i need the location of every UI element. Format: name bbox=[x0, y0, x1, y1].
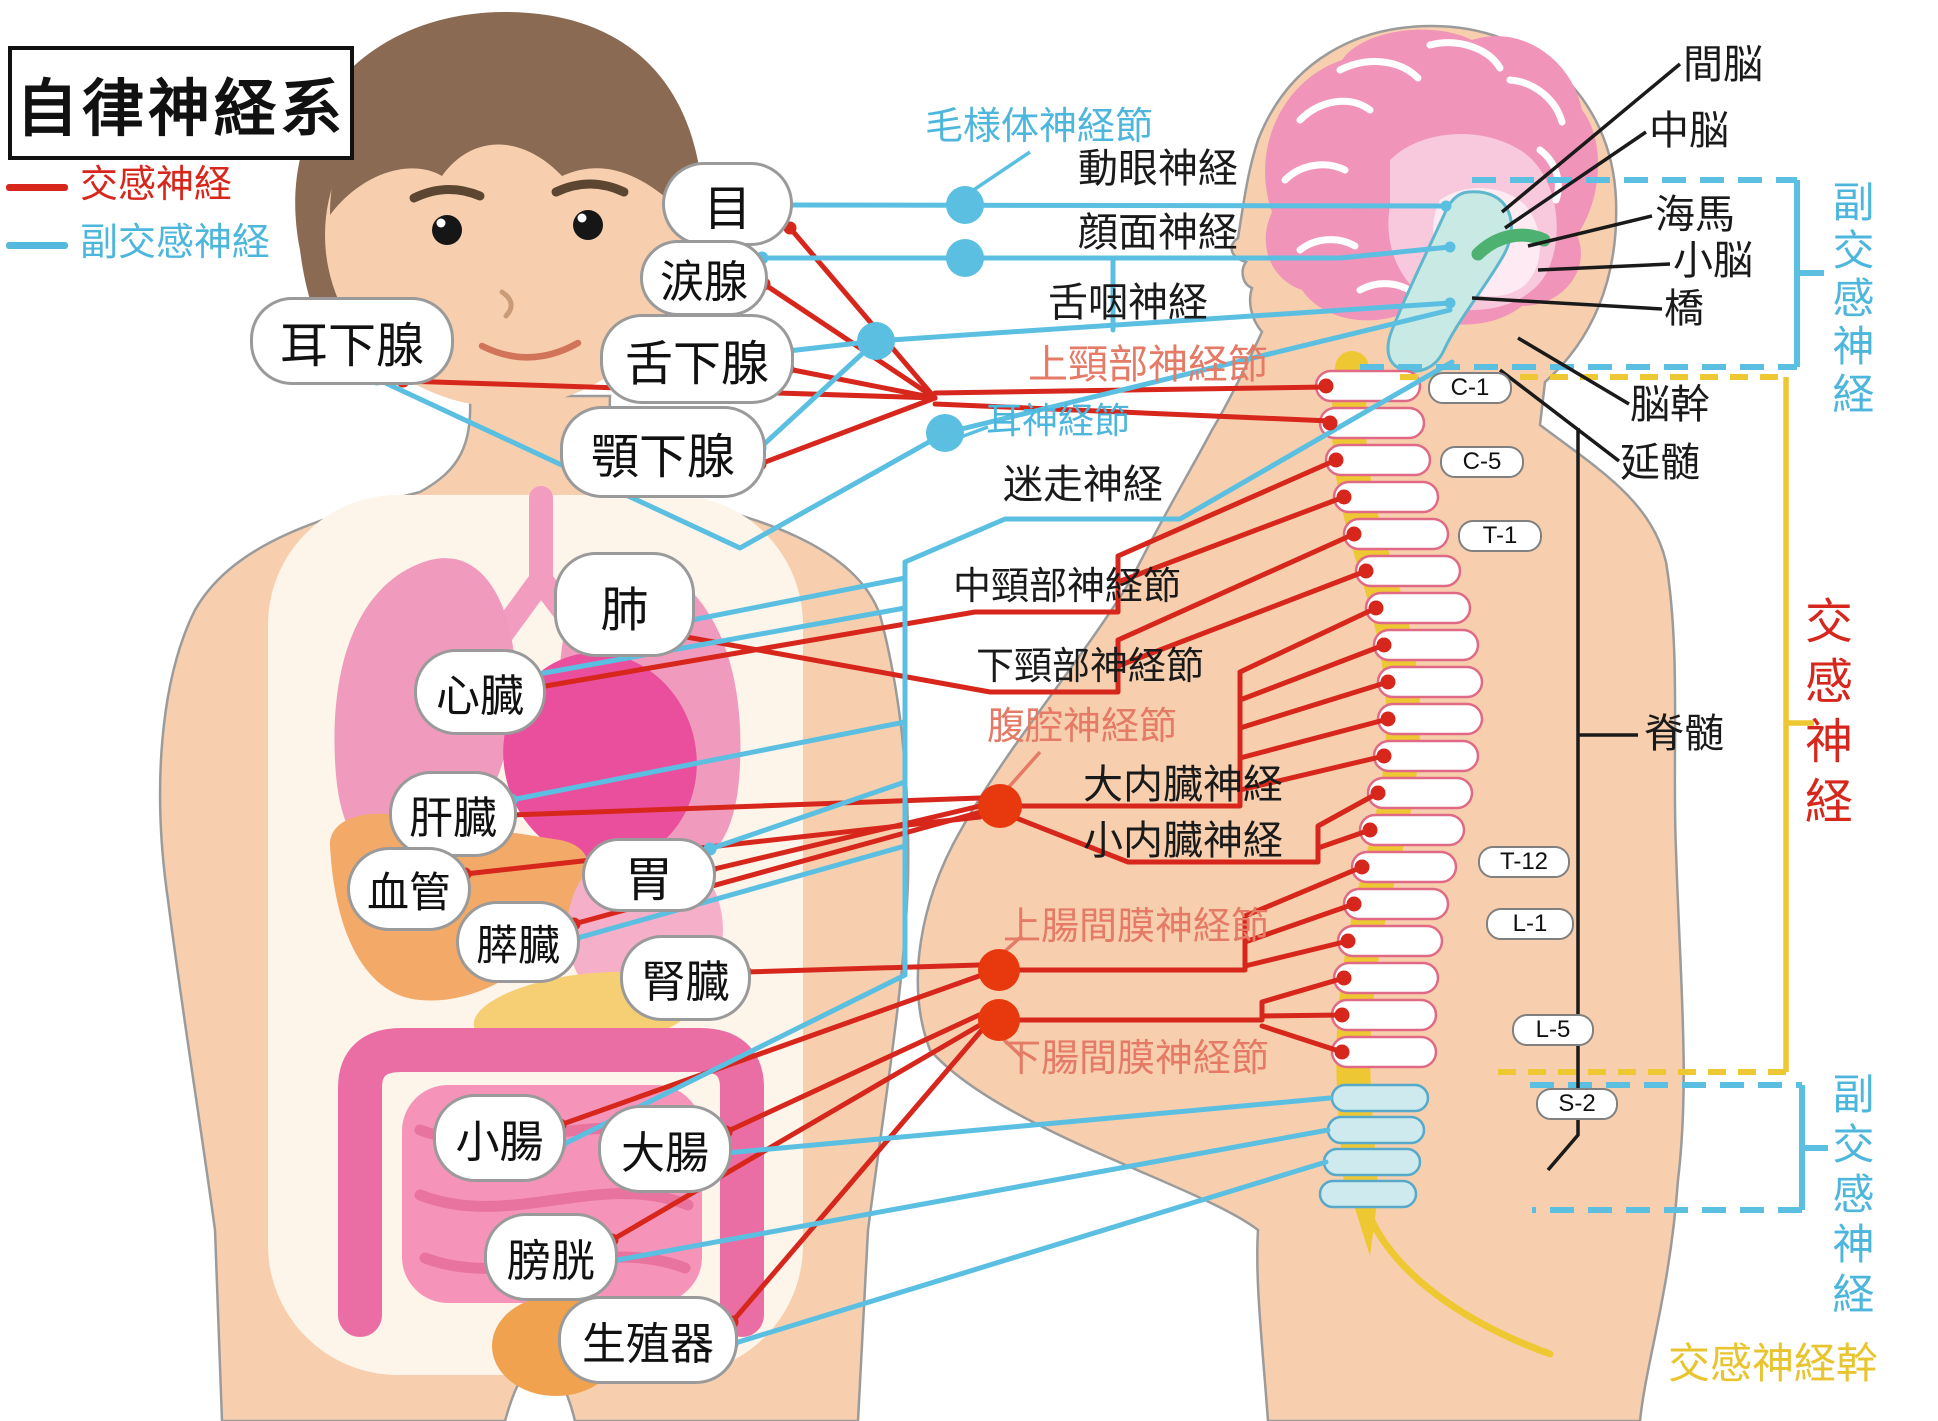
mouth-art bbox=[478, 339, 582, 361]
sacral-vertebrae-art bbox=[1318, 1083, 1430, 1209]
vertebrae-art bbox=[1314, 369, 1484, 1069]
label-middle-cervical-ganglion: 中頸部神経節 bbox=[953, 566, 1182, 608]
label-midbrain: 中脳 bbox=[1649, 109, 1729, 153]
sympathetic-nerves bbox=[400, 225, 1391, 1325]
label-otic-ganglion: 耳神経節 bbox=[986, 400, 1131, 441]
label-greater-splanchnic-nerve: 大内臓神経 bbox=[1083, 763, 1283, 807]
sympathetic-ganglia-nodes bbox=[978, 784, 1022, 1041]
label-hippocampus: 海馬 bbox=[1655, 193, 1735, 237]
sympathetic-legend-swatch bbox=[6, 184, 68, 191]
label-glossopharyngeal-nerve: 舌咽神経 bbox=[1048, 281, 1208, 325]
organ-bubble-genitals: 生殖器 bbox=[558, 1296, 738, 1384]
vertebra-tag-l5: L-5 bbox=[1512, 1014, 1594, 1046]
parasympathetic-legend-swatch bbox=[6, 242, 68, 249]
hair-fringe-art bbox=[330, 55, 681, 215]
colon-art bbox=[338, 1028, 764, 1337]
organ-bubble-kidney: 腎臓 bbox=[620, 935, 751, 1021]
label-inferior-mesenteric-ganglion: 下腸間膜神経節 bbox=[1003, 1038, 1270, 1080]
label-oculomotor-nerve: 動眼神経 bbox=[1078, 147, 1238, 191]
organ-bubble-sublingual: 舌下腺 bbox=[600, 314, 794, 404]
ganglion-leaders bbox=[1000, 750, 1042, 1059]
vertebra-tag-s2: S-2 bbox=[1536, 1088, 1618, 1120]
label-sympathetic-trunk: 交感神経幹 bbox=[1668, 1340, 1879, 1387]
vertebra-tag-c1: C-1 bbox=[1428, 372, 1512, 404]
ciliary-leader bbox=[971, 150, 1031, 193]
label-parasympathetic-top: 副交感神経 bbox=[1827, 180, 1874, 420]
label-lesser-splanchnic-nerve: 小内臓神経 bbox=[1083, 819, 1283, 863]
label-vagus-nerve: 迷走神経 bbox=[1003, 463, 1163, 507]
spinal-dots bbox=[1318, 378, 1396, 1060]
organ-bubble-lacrimal: 涙腺 bbox=[640, 240, 768, 316]
organ-bubble-blood-vessel: 血管 bbox=[347, 847, 471, 931]
organ-bubble-heart: 心臓 bbox=[414, 649, 546, 735]
organ-bubble-liver: 肝臓 bbox=[389, 771, 517, 857]
label-pons: 橋 bbox=[1664, 287, 1704, 331]
sympathetic-trunk-art bbox=[1364, 1208, 1554, 1358]
label-superior-mesenteric-ganglion: 上腸間膜神経節 bbox=[1003, 906, 1270, 948]
label-ciliary-ganglion: 毛様体神経節 bbox=[925, 106, 1154, 148]
label-diencephalon: 間脳 bbox=[1683, 43, 1763, 87]
organ-bubble-pancreas: 膵臓 bbox=[456, 901, 580, 983]
label-spinal-cord: 脊髄 bbox=[1644, 712, 1724, 756]
right-eyebrow-art bbox=[551, 179, 629, 197]
organ-bubble-small-intestine: 小腸 bbox=[433, 1094, 566, 1182]
organ-bubble-large-intestine: 大腸 bbox=[598, 1105, 732, 1193]
parasympathetic-legend-label: 副交感神経 bbox=[80, 222, 271, 264]
label-superior-cervical-ganglion: 上頸部神経節 bbox=[1028, 343, 1268, 387]
left-eye-art bbox=[432, 215, 462, 245]
sympathetic-legend-label: 交感神経 bbox=[80, 164, 233, 206]
vertebra-tag-t1: T-1 bbox=[1458, 520, 1542, 552]
organ-bubble-submandibular: 顎下腺 bbox=[560, 406, 766, 498]
label-celiac-ganglion: 腹腔神経節 bbox=[987, 706, 1178, 748]
organ-bubble-lung: 肺 bbox=[554, 552, 695, 657]
organ-bubble-stomach: 胃 bbox=[582, 838, 716, 912]
label-brainstem: 脳幹 bbox=[1630, 383, 1710, 427]
nose-art bbox=[499, 289, 514, 319]
label-facial-nerve: 顔面神経 bbox=[1078, 211, 1238, 255]
label-medulla: 延髄 bbox=[1620, 441, 1700, 485]
label-sympathetic-region: 交感神経 bbox=[1797, 596, 1850, 836]
label-inferior-cervical-ganglion: 下頸部神経節 bbox=[976, 646, 1205, 688]
organ-bubble-parotid: 耳下腺 bbox=[250, 297, 454, 385]
vertebra-tag-t12: T-12 bbox=[1478, 846, 1570, 878]
spinal-cord-bracket bbox=[1546, 428, 1638, 1172]
label-parasympathetic-bottom: 副交感神経 bbox=[1827, 1072, 1874, 1322]
organ-bubble-bladder: 膀胱 bbox=[484, 1213, 618, 1301]
label-cerebellum: 小脳 bbox=[1673, 239, 1753, 283]
leader-lines bbox=[1471, 62, 1682, 1172]
page-title: 自律神経系 bbox=[8, 46, 354, 160]
left-eyebrow-art bbox=[409, 184, 485, 203]
right-eye-art bbox=[573, 210, 603, 240]
vertebra-tag-l1: L-1 bbox=[1486, 908, 1574, 940]
vertebra-tag-c5: C-5 bbox=[1440, 446, 1524, 478]
organ-bubble-eye: 目 bbox=[662, 162, 793, 246]
hippocampus-art bbox=[1471, 228, 1551, 261]
